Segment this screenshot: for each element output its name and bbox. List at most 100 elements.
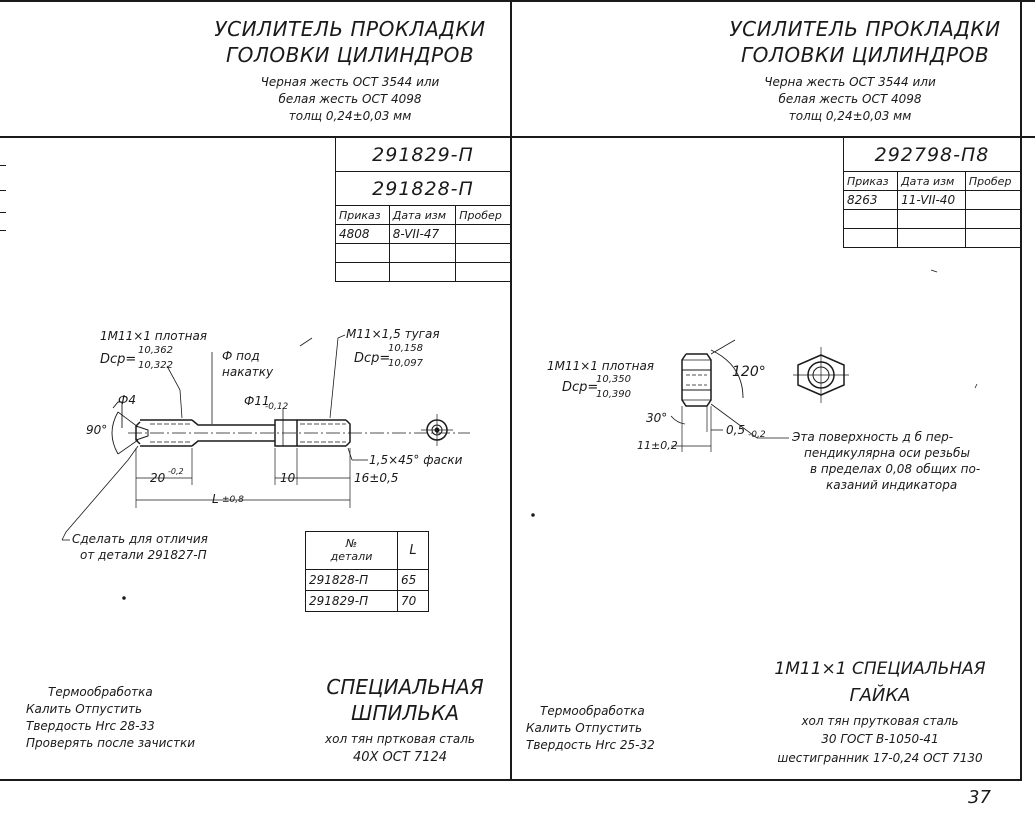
angle-120-leg xyxy=(710,339,736,355)
page-number: 37 xyxy=(968,787,991,808)
angle-30-arc xyxy=(670,415,686,425)
left-part-table: 291829-П 291828-П Приказ Дата изм Пробер… xyxy=(335,137,511,282)
thread-right-label: М11×1,5 тугая xyxy=(346,327,440,341)
sketch-mark xyxy=(974,383,978,389)
knurl-label-1: Ф под xyxy=(222,349,260,363)
right-header-thickness: толщ 0,24±0,03 мм xyxy=(788,109,912,123)
right-col-order: Приказ xyxy=(842,171,899,191)
margin-tick-3 xyxy=(0,212,6,213)
chamfer-label: 1,5×45° фаски xyxy=(369,453,463,467)
length-table-header-no: № xyxy=(345,537,358,551)
thread-left-leader xyxy=(166,365,183,419)
table-cell xyxy=(388,243,457,263)
dcp-left-lower: 10,322 xyxy=(138,360,173,371)
right-heat-treat-line1: Калить Отпустить xyxy=(526,721,643,735)
table-cell: 8-VII-47 xyxy=(388,224,457,244)
dcp-right-lower: 10,097 xyxy=(388,358,423,369)
left-header-title-1: УСИЛИТЕЛЬ ПРОКЛАДКИ xyxy=(214,17,486,41)
dim-b-tol: -0,2 xyxy=(748,430,766,440)
left-part-number-1: 291829-П xyxy=(335,137,511,172)
dim-16-label: 16±0,5 xyxy=(354,471,399,485)
phi11-label: Ф11 xyxy=(244,394,270,408)
right-part-material-2: 30 ГОСТ В-1050-41 xyxy=(821,732,939,746)
left-heat-treat-line2: Твердость Нrc 28-33 xyxy=(26,719,155,733)
angle-90-leg xyxy=(117,439,139,455)
left-col-order: Приказ xyxy=(335,205,390,225)
right-col-check: Пробер xyxy=(964,171,1022,191)
frame-top-rule xyxy=(0,0,1035,2)
table-cell: 8263 xyxy=(842,190,899,210)
chamfer-leader xyxy=(347,447,353,461)
nut-drawing xyxy=(531,269,978,517)
stud-transition xyxy=(191,440,275,447)
angle-120-label: 120° xyxy=(732,364,766,380)
left-part-material-2: 40Х ОСТ 7124 xyxy=(352,750,448,765)
dcp-left-upper: 10,362 xyxy=(138,345,173,356)
phi11-tol: -0,12 xyxy=(265,402,289,412)
stud-drawing xyxy=(61,334,470,600)
nut-dcp-label: Dср= xyxy=(562,380,599,395)
nut-side-outline xyxy=(681,353,712,407)
frame-header-rule xyxy=(0,136,1035,138)
right-col-date: Дата изм xyxy=(897,171,966,191)
stud-left-end xyxy=(135,421,141,445)
stud-collar xyxy=(274,419,298,447)
length-table: № детали L 291828-П 65 291829-П 70 xyxy=(304,531,429,612)
margin-tick-1 xyxy=(0,165,6,166)
right-part-name-1: 1М11×1 СПЕЦИАЛЬНАЯ xyxy=(774,659,986,679)
table-cell xyxy=(964,209,1022,229)
length-table-header-part: № детали xyxy=(304,531,399,570)
length-table-header-l: L xyxy=(397,531,429,570)
nut-note-2: пендикулярна оси резьбы xyxy=(804,446,970,460)
table-cell xyxy=(842,228,899,248)
table-cell xyxy=(335,243,390,263)
table-cell: 11-VII-40 xyxy=(897,190,966,210)
dim-20-label: 20 xyxy=(150,471,166,485)
length-table-header-detail: детали xyxy=(330,549,373,563)
right-part-material-1: хол тян прутковая сталь xyxy=(801,714,959,728)
angle-120-arc xyxy=(710,349,744,399)
stud-note-2: от детали 291827-П xyxy=(80,548,207,562)
stud-mark-hole xyxy=(135,425,149,441)
table-cell xyxy=(388,262,457,282)
table-cell xyxy=(455,224,511,244)
left-part-name-2: ШПИЛЬКА xyxy=(350,701,460,725)
dcp-right-upper: 10,158 xyxy=(388,343,423,354)
left-header-material-1: Черная жесть ОСТ 3544 или xyxy=(260,75,440,89)
margin-tick-4 xyxy=(0,230,6,231)
right-part-material-3: шестигранник 17-0,24 ОСТ 7130 xyxy=(777,751,983,765)
right-part-table: 292798-П8 Приказ Дата изм Пробер 8263 11… xyxy=(842,137,1022,248)
dim-10-label: 10 xyxy=(280,471,296,485)
left-heat-treat-line3: Проверять после зачистки xyxy=(26,736,196,750)
right-part-number: 292798-П8 xyxy=(843,137,1021,172)
table-row: 291828-П 65 xyxy=(304,569,429,591)
phi4-leader xyxy=(112,401,123,428)
left-part-number-2: 291828-П xyxy=(335,171,511,206)
left-header-title-2: ГОЛОВКИ ЦИЛИНДРОВ xyxy=(225,43,475,67)
left-heat-treat-title: Термообработка xyxy=(48,685,153,699)
left-col-date: Дата изм xyxy=(388,205,457,225)
stud-note-1: Сделать для отличия xyxy=(72,532,208,546)
dcp-left-label: Dср= xyxy=(100,352,137,367)
table-cell xyxy=(897,209,966,229)
right-heat-treat-title: Термообработка xyxy=(540,704,645,718)
right-header-title-1: УСИЛИТЕЛЬ ПРОКЛАДКИ xyxy=(729,17,1001,41)
table-cell: 4808 xyxy=(335,224,390,244)
thread-left-label: 1М11×1 плотная xyxy=(100,329,208,343)
left-part-name-1: СПЕЦИАЛЬНАЯ xyxy=(326,675,484,699)
dcp-right-label: Dср= xyxy=(354,351,391,366)
dim-20-tol: -0,2 xyxy=(168,467,184,476)
table-cell: 291828-П xyxy=(304,569,399,591)
nut-note-1: Эта поверхность д б пер- xyxy=(792,430,954,444)
frame-center-divider xyxy=(510,0,512,780)
table-cell xyxy=(964,190,1022,210)
sketch-dot xyxy=(122,596,126,600)
left-header-thickness: толщ 0,24±0,03 мм xyxy=(288,109,412,123)
table-cell: 291829-П xyxy=(304,590,399,612)
table-cell: 70 xyxy=(397,590,429,612)
table-cell xyxy=(842,209,899,229)
right-part-name-2: ГАЙКА xyxy=(849,685,911,706)
right-header-title-2: ГОЛОВКИ ЦИЛИНДРОВ xyxy=(740,43,990,67)
left-part-material-1: хол тян пртковая сталь xyxy=(325,732,475,746)
knurl-label-2: накатку xyxy=(222,365,274,379)
